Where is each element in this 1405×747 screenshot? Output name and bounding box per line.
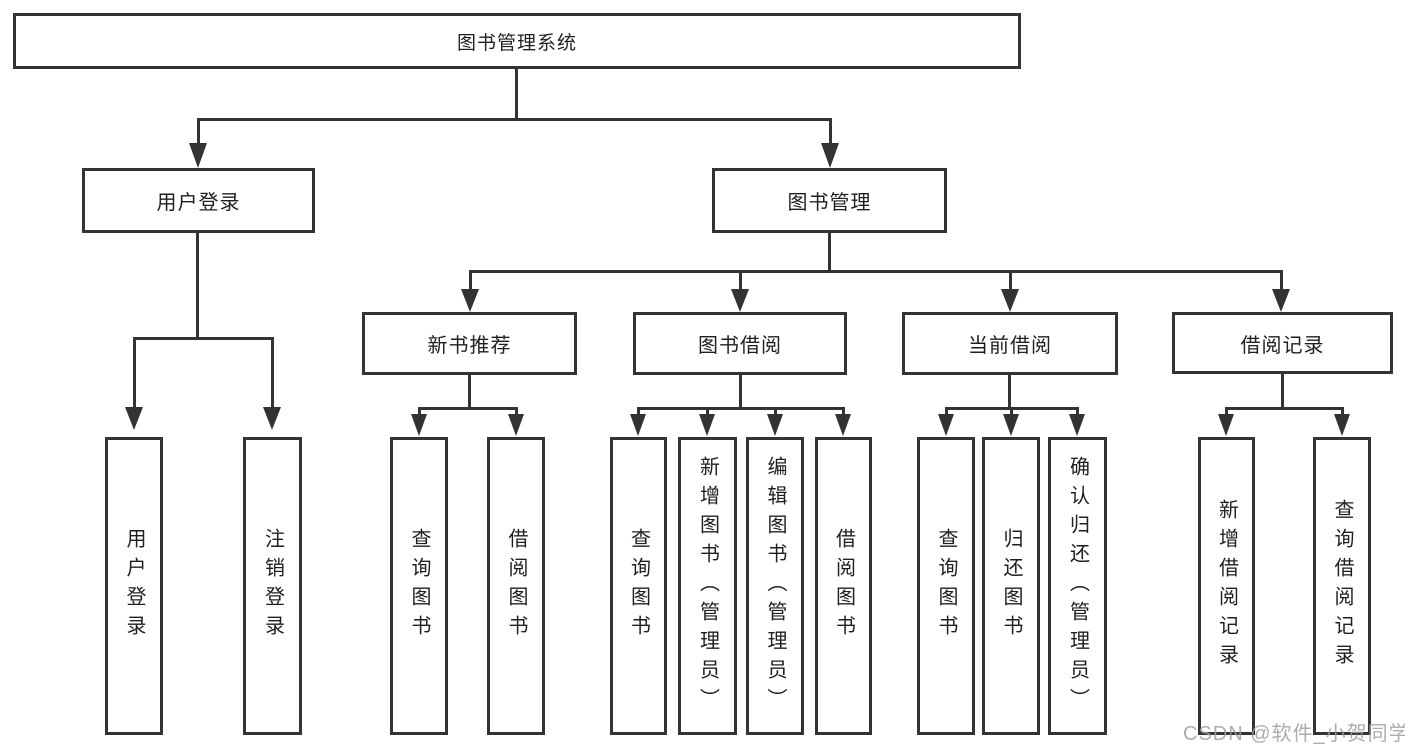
connector-arrow-shaft [637,407,640,414]
connector-arrow-shaft [1341,407,1344,414]
arrow-down-icon [767,414,783,436]
node-user-login-leaf: 用户登录 [105,437,163,735]
connector-arrow-shaft [774,407,777,414]
connector-group-rail [418,407,518,410]
connector-arrow-shaft [706,407,709,414]
node-root: 图书管理系统 [13,13,1021,69]
arrow-down-icon [821,143,839,168]
arrow-down-icon [508,414,524,436]
arrow-down-icon [1069,414,1085,436]
node-query-borrow-record: 查询借阅记录 [1313,437,1371,735]
connector-arrow-shaft [469,270,472,289]
arrow-down-icon [1334,414,1350,436]
connector-group-rail [637,407,845,410]
node-borrow-books: 借阅图书 [815,437,872,735]
node-borrow-books: 借阅图书 [487,437,545,735]
arrow-down-icon [938,414,954,436]
connector-group-stem [1281,374,1284,407]
node-logout: 注销登录 [243,437,302,735]
connector-arrow-shaft [133,337,136,407]
connector-arrow-shaft [1009,270,1012,289]
arrow-down-icon [189,143,207,168]
connector-group-stem [1008,375,1011,407]
connector-arrow-shaft [739,270,742,289]
arrow-down-icon [125,407,143,430]
node-user-login: 用户登录 [82,168,315,233]
node-return-books: 归还图书 [982,437,1040,735]
connector-group-stem [468,375,471,407]
arrow-down-icon [1218,414,1234,436]
connector-root-stem [515,68,518,118]
arrow-down-icon [461,289,479,312]
connector-arrow-shaft [515,407,518,414]
node-confirm-return-admin: 确认归还（管理员） [1048,437,1107,735]
arrow-down-icon [699,414,715,436]
connector-user-stem [196,233,199,337]
connector-arrow-shaft [829,118,832,143]
watermark: CSDN @软件_小贺同学 [1183,723,1405,745]
connector-level3-rail [469,270,1282,273]
node-current-borrow: 当前借阅 [902,312,1118,375]
arrow-down-icon [1272,289,1290,312]
node-add-borrow-record: 新增借阅记录 [1198,437,1255,735]
connector-arrow-shaft [945,407,948,414]
connector-group-rail [1225,407,1343,410]
arrow-down-icon [630,414,646,436]
node-query-books: 查询图书 [390,437,448,735]
arrow-down-icon [731,289,749,312]
connector-arrow-shaft [418,407,421,414]
connector-arrow-shaft [197,118,200,143]
connector-group-stem [739,375,742,407]
connector-arrow-shaft [1280,270,1283,289]
node-new-book-recommend: 新书推荐 [362,312,577,375]
node-edit-books-admin: 编辑图书（管理员） [746,437,804,735]
connector-arrow-shaft [1010,407,1013,414]
connector-book-stem [828,233,831,270]
connector-arrow-shaft [1225,407,1228,414]
node-book-management: 图书管理 [712,168,947,233]
node-query-books: 查询图书 [917,437,975,735]
connector-arrow-shaft [1076,407,1079,414]
connector-arrow-shaft [271,337,274,407]
node-query-books: 查询图书 [610,437,667,735]
node-borrow-records: 借阅记录 [1172,312,1393,374]
arrow-down-icon [1003,414,1019,436]
arrow-down-icon [263,407,281,430]
node-add-books-admin: 新增图书（管理员） [678,437,737,735]
connector-user-rail [133,337,273,340]
arrow-down-icon [835,414,851,436]
connector-arrow-shaft [842,407,845,414]
node-book-borrow: 图书借阅 [633,312,847,375]
arrow-down-icon [411,414,427,436]
connector-level2-rail [197,118,832,121]
arrow-down-icon [1001,289,1019,312]
